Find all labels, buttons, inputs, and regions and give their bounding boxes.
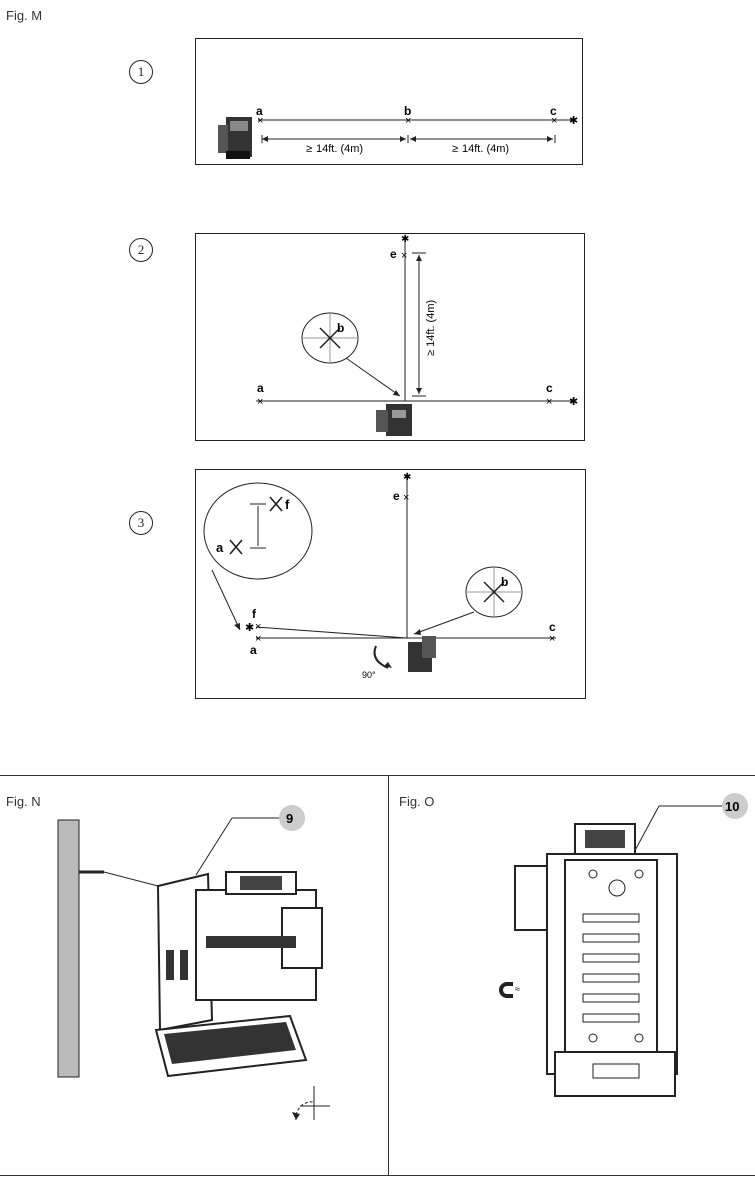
fig-n-label: Fig. N bbox=[6, 794, 41, 809]
step-3-panel: ✱ e × ✱ f × × a c × f a bbox=[195, 469, 586, 699]
point-a-mark: a× bbox=[256, 104, 263, 127]
callout-10: 10 bbox=[725, 799, 739, 814]
svg-text:a: a bbox=[216, 540, 224, 555]
svg-text:90°: 90° bbox=[362, 670, 376, 680]
svg-text:×: × bbox=[255, 621, 261, 633]
svg-text:×: × bbox=[549, 633, 555, 645]
step-3-number: 3 bbox=[129, 511, 153, 535]
svg-text:×: × bbox=[546, 396, 552, 408]
section-divider-top bbox=[0, 775, 755, 776]
svg-text:e: e bbox=[390, 247, 397, 261]
svg-text:✱: ✱ bbox=[403, 472, 411, 483]
laser-level-icon bbox=[218, 117, 252, 159]
svg-text:×: × bbox=[401, 250, 407, 262]
svg-text:×: × bbox=[551, 115, 557, 127]
svg-text:≥: ≥ bbox=[452, 143, 458, 155]
svg-text:b: b bbox=[501, 575, 508, 589]
laser-level-icon bbox=[376, 404, 412, 436]
svg-text:c: c bbox=[549, 620, 556, 634]
step-2-diagram: ✱ e × ✱ a × c × ≥ 14ft. (4m) b bbox=[256, 234, 578, 436]
svg-text:✱: ✱ bbox=[401, 234, 409, 245]
point-c-mark: c× bbox=[550, 104, 557, 127]
callout-9: 9 bbox=[286, 811, 293, 826]
fig-m-label: Fig. M bbox=[6, 8, 43, 23]
svg-text:✱: ✱ bbox=[245, 622, 254, 634]
step-2-number: 2 bbox=[129, 238, 153, 262]
svg-text:c: c bbox=[546, 381, 553, 395]
svg-text:≥: ≥ bbox=[306, 143, 312, 155]
step-1-number: 1 bbox=[129, 60, 153, 84]
fig-o-label: Fig. O bbox=[399, 794, 435, 809]
svg-text:×: × bbox=[405, 115, 411, 127]
svg-text:a: a bbox=[256, 104, 263, 118]
svg-text:×: × bbox=[255, 633, 261, 645]
point-b-mark: b× bbox=[404, 104, 411, 127]
svg-text:✱: ✱ bbox=[569, 115, 578, 127]
step-1-diagram: a× b× c× ✱ ≥ 14ft. (4m) ≥ 14ft. (4m) bbox=[218, 104, 578, 159]
dist-ab: 14ft. (4m) bbox=[316, 143, 363, 155]
svg-text:×: × bbox=[257, 115, 263, 127]
svg-text:×: × bbox=[403, 492, 409, 504]
dist-bc: 14ft. (4m) bbox=[462, 143, 509, 155]
zoom-circle-fa: f a bbox=[203, 482, 313, 580]
section-divider-vertical bbox=[388, 775, 389, 1175]
fig-o-illustration: 10 ≈ bbox=[389, 790, 755, 1170]
section-divider-bottom bbox=[0, 1175, 755, 1176]
svg-text:a: a bbox=[250, 643, 257, 657]
magnet-icon: ≈ bbox=[499, 982, 520, 998]
svg-text:f: f bbox=[252, 607, 257, 621]
svg-text:≥ 14ft. (4m): ≥ 14ft. (4m) bbox=[425, 300, 437, 356]
step-3-diagram: ✱ e × ✱ f × × a c × f a bbox=[203, 472, 556, 680]
fig-n-illustration: 9 bbox=[0, 790, 388, 1170]
step-2-panel: ✱ e × ✱ a × c × ≥ 14ft. (4m) b bbox=[195, 233, 585, 441]
laser-level-icon bbox=[408, 636, 436, 672]
svg-text:b: b bbox=[404, 104, 411, 118]
svg-text:a: a bbox=[257, 381, 264, 395]
svg-text:e: e bbox=[393, 489, 400, 503]
zoom-circle-b: b bbox=[301, 312, 359, 364]
zoom-circle-b: b bbox=[465, 566, 523, 618]
svg-text:c: c bbox=[550, 104, 557, 118]
svg-text:b: b bbox=[337, 321, 344, 335]
svg-text:f: f bbox=[285, 497, 290, 512]
svg-text:×: × bbox=[257, 396, 263, 408]
svg-text:✱: ✱ bbox=[569, 396, 578, 408]
svg-text:≈: ≈ bbox=[515, 984, 520, 994]
step-1-panel: a× b× c× ✱ ≥ 14ft. (4m) ≥ 14ft. (4m) bbox=[195, 38, 583, 165]
